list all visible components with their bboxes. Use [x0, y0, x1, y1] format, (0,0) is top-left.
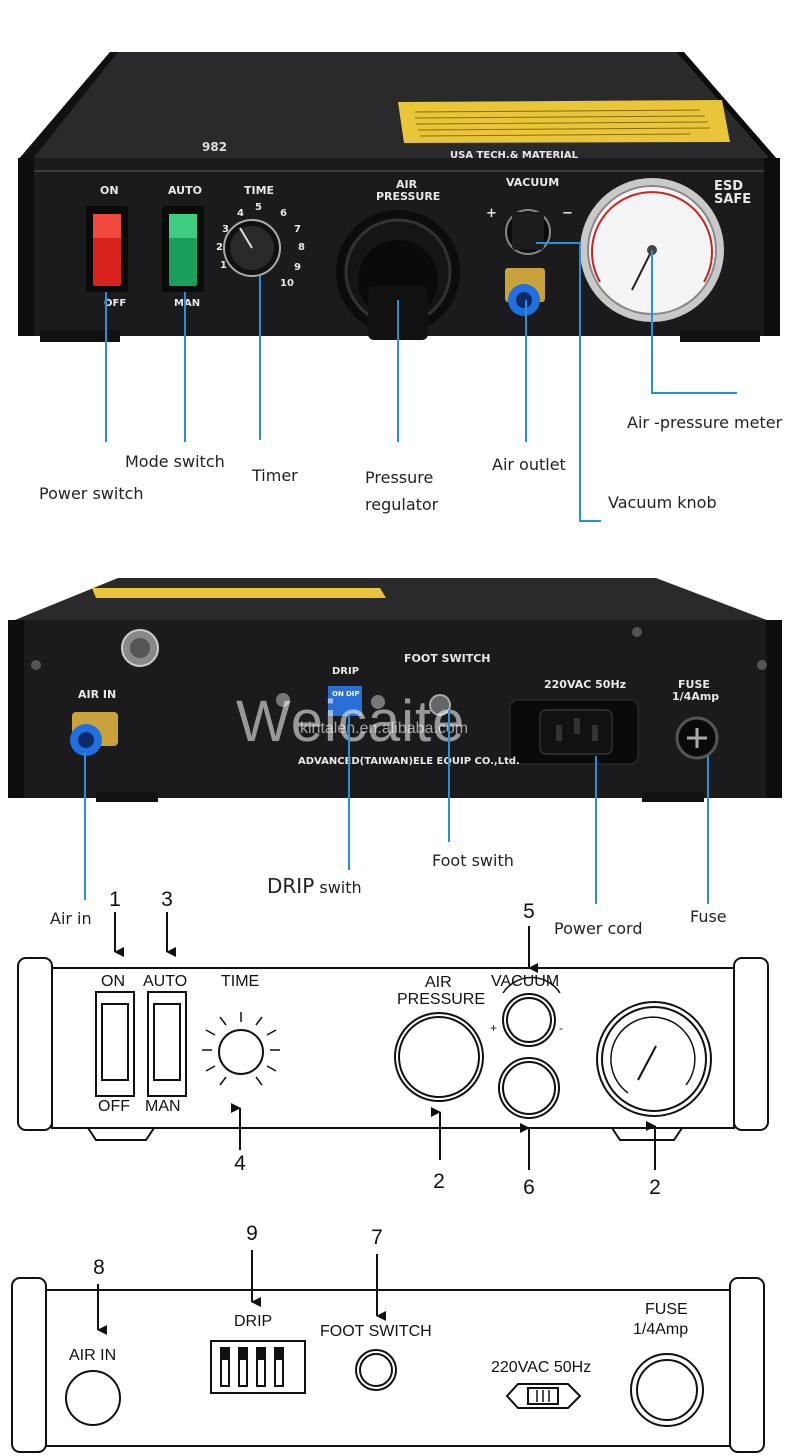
rear-diagram: 8 9 7 AIR IN DRIP FOOT SWITCH 220VAC 50H… — [0, 1210, 790, 1456]
model-number: 982 — [202, 140, 228, 154]
rear-drip-label: DRIP — [332, 666, 360, 677]
dial-num-9: 9 — [294, 262, 301, 273]
callout-line-vacuum-end — [579, 520, 601, 522]
callout-meter: Air -pressure meter — [627, 413, 783, 432]
callout-air-in: Air in — [50, 909, 92, 928]
callout-line-air-in — [84, 752, 86, 900]
dial-num-8: 8 — [298, 242, 305, 253]
diagram-fuse-label-1: FUSE — [645, 1301, 688, 1318]
diagram-plus-label: + — [490, 1021, 498, 1035]
diagram-off-label: OFF — [98, 1098, 130, 1115]
rear-dip-label: DIP — [346, 690, 360, 698]
panel-on-label: ON — [100, 184, 119, 197]
rear-diagram-drawing — [11, 1250, 765, 1453]
callout-line-pressure — [397, 300, 399, 442]
panel-time-label: TIME — [244, 184, 275, 197]
diagram-num-2b: 2 — [649, 1176, 661, 1199]
diagram-num-4: 4 — [234, 1152, 246, 1175]
front-unit-drawing — [18, 52, 780, 342]
rear-air-in-label: AIR IN — [78, 688, 117, 701]
diagram-num-1: 1 — [109, 888, 121, 911]
diagram-power-label: 220VAC 50Hz — [491, 1359, 592, 1376]
dial-num-2: 2 — [216, 242, 223, 253]
callout-air-outlet: Air outlet — [492, 455, 566, 474]
dial-num-4: 4 — [237, 208, 244, 219]
diagram-auto-label: AUTO — [143, 973, 188, 990]
dial-num-10: 10 — [280, 278, 294, 289]
diagram-air-in-label: AIR IN — [69, 1347, 117, 1364]
callout-line-drip — [348, 716, 350, 870]
watermark-sub: kintalen.en.alibaba.com — [300, 720, 469, 737]
callout-drip: DRIP swith — [267, 874, 362, 898]
panel-auto-label: AUTO — [168, 184, 202, 197]
callout-line-foot — [448, 710, 450, 842]
rear-fuse-label-2: 1/4Amp — [672, 690, 720, 703]
callout-pressure-2: regulator — [365, 495, 439, 514]
diagram-num-7: 7 — [371, 1226, 383, 1249]
diagram-drip-label: DRIP — [234, 1313, 273, 1330]
rear-fuse-label-1: FUSE — [678, 678, 710, 691]
diagram-fuse-label-2: 1/4Amp — [633, 1321, 689, 1338]
diagram-air-label: AIR — [425, 974, 452, 991]
front-diagram-drawing — [17, 912, 769, 1170]
callout-line-mode — [184, 292, 186, 442]
diagram-pressure-label: PRESSURE — [397, 991, 486, 1008]
callout-fuse: Fuse — [690, 907, 727, 926]
diagram-minus-label: - — [559, 1021, 563, 1035]
front-diagram: 1 3 5 4 2 6 2 ON OFF AUTO MAN TIME AIR P… — [0, 880, 790, 1210]
callout-line-vacuum-h — [536, 242, 580, 244]
diagram-num-6: 6 — [523, 1176, 535, 1199]
callout-power-switch: Power switch — [39, 484, 144, 503]
rear-power-label: 220VAC 50Hz — [544, 678, 627, 691]
dial-num-7: 7 — [294, 224, 301, 235]
panel-plus-label: + — [486, 206, 497, 221]
callout-line-vacuum — [579, 242, 581, 522]
dial-num-1: 1 — [220, 260, 227, 271]
callout-vacuum-knob: Vacuum knob — [608, 493, 717, 512]
panel-air-label: AIR — [396, 178, 418, 191]
callout-line-meter — [651, 250, 653, 394]
callout-line-fuse — [707, 756, 709, 904]
diagram-on-label: ON — [101, 973, 125, 990]
dial-num-5: 5 — [255, 202, 262, 213]
callout-mode-switch: Mode switch — [125, 452, 225, 471]
callout-line-timer — [259, 276, 261, 440]
front-photo: 982 USA TECH.& MATERIAL ESD SAFE ON OFF … — [0, 0, 790, 540]
callout-timer: Timer — [252, 466, 298, 485]
diagram-num-3: 3 — [161, 888, 173, 911]
panel-pressure-label: PRESSURE — [376, 190, 441, 203]
callout-line-outlet — [525, 300, 527, 442]
rear-photo: AIR IN DRIP ON DIP FOOT SWITCH 220VAC 50… — [0, 560, 790, 940]
rear-unit-drawing — [8, 578, 782, 802]
panel-vacuum-label: VACUUM — [506, 176, 560, 189]
diagram-vacuum-label: VACUUM — [491, 973, 560, 990]
rear-maker-label: ADVANCED(TAIWAN)ELE EQUIP CO.,Ltd. — [298, 756, 520, 767]
diagram-num-9: 9 — [246, 1222, 258, 1245]
diagram-num-5: 5 — [523, 900, 535, 923]
diagram-time-label: TIME — [221, 973, 260, 990]
rear-dip-on-label: ON — [332, 690, 344, 698]
callout-foot: Foot swith — [432, 851, 514, 870]
panel-off-label: OFF — [104, 298, 127, 309]
callout-line-power — [105, 292, 107, 442]
rear-foot-switch-label: FOOT SWITCH — [404, 652, 491, 665]
watermark: Weicaite — [236, 689, 466, 754]
callout-line-meter-h — [651, 392, 737, 394]
diagram-man-label: MAN — [145, 1098, 181, 1115]
panel-man-label: MAN — [174, 298, 201, 309]
callout-drip-main: DRIP — [267, 874, 315, 898]
tech-tag: USA TECH.& MATERIAL — [450, 150, 579, 161]
diagram-num-2a: 2 — [433, 1170, 445, 1193]
diagram-foot-switch-label: FOOT SWITCH — [320, 1323, 432, 1340]
callout-power-cord: Power cord — [554, 919, 643, 938]
callout-pressure-1: Pressure — [365, 468, 434, 487]
esd-label: ESD SAFE — [714, 179, 752, 207]
panel-minus-label: − — [562, 206, 573, 221]
diagram-num-8: 8 — [93, 1256, 105, 1279]
dial-num-6: 6 — [280, 208, 287, 219]
dial-num-3: 3 — [222, 224, 229, 235]
callout-line-power-cord — [595, 756, 597, 904]
callout-drip-sub: swith — [314, 878, 362, 897]
